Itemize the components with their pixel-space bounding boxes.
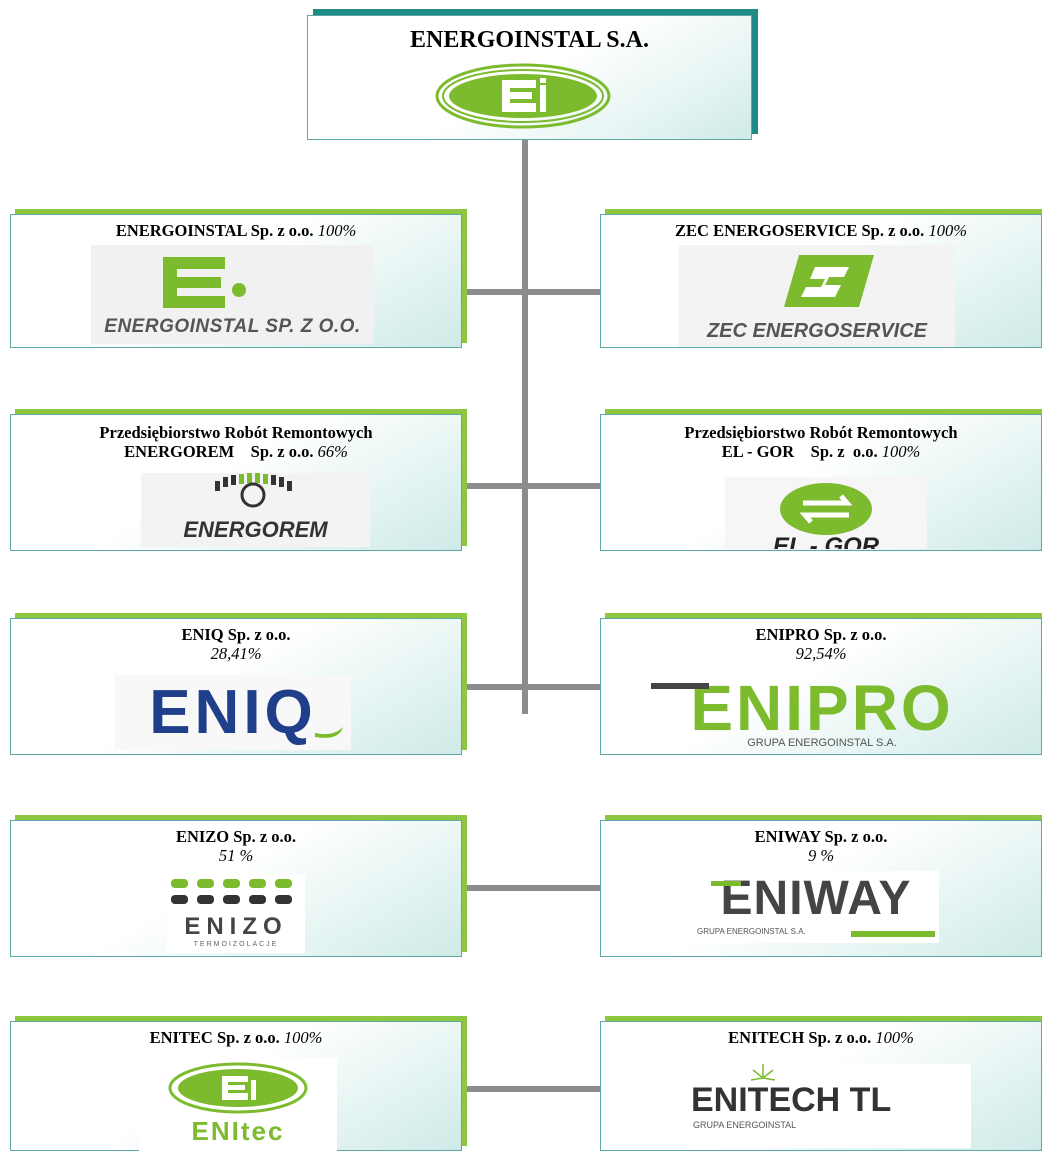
logo-text: ENITECH TL: [691, 1081, 892, 1119]
company-box-enitec: ENITEC Sp. z o.o. 100% ENItec: [10, 1021, 462, 1152]
company-name-line2: EL - GOR Sp. z o.o.: [721, 442, 878, 461]
root-company-box: ENERGOINSTAL S.A.: [307, 15, 752, 140]
company-name-line2: ENERGOREM Sp. z o.o.: [124, 442, 314, 461]
company-name: ENERGOINSTAL Sp. z o.o.: [115, 221, 314, 240]
company-name: ENIZO Sp. z o.o.: [175, 827, 297, 846]
company-box-enizo: ENIZO Sp. z o.o. 51 % ENIZO TERMOIZOLACJ…: [10, 820, 462, 957]
enitec-logo-icon: ENItec: [139, 1058, 337, 1152]
eniq-logo-icon: ENIQ: [115, 675, 351, 750]
logo-text: ENIQ: [149, 678, 317, 747]
connector-branch-5: [463, 1086, 601, 1092]
company-title: Przedsiębiorstwo Robót Remontowych EL - …: [601, 423, 1041, 461]
logo-text: ENIZO: [184, 913, 288, 940]
logo-subtext: GRUPA ENERGOINSTAL S.A.: [697, 927, 806, 936]
logo-subtext: TERMOIZOLACJE: [193, 941, 279, 948]
company-title: ENIZO Sp. z o.o. 51 %: [11, 827, 461, 865]
eniway-logo-icon: ENIWAY GRUPA ENERGOINSTAL S.A.: [693, 871, 939, 943]
logo-text: ENIPRO: [690, 675, 954, 744]
connector-branch-1: [463, 289, 601, 295]
enipro-bar-icon: [651, 683, 709, 689]
logo-text: ENERGOINSTAL SP. Z O.O.: [104, 316, 361, 337]
connector-branch-4: [463, 885, 601, 891]
logo-text: ENIWAY: [720, 872, 912, 925]
share-percent: 28,41%: [210, 644, 262, 663]
logo-text: ENERGOREM: [183, 517, 328, 542]
share-percent: 100%: [875, 1028, 914, 1047]
company-name-line1: Przedsiębiorstwo Robót Remontowych: [99, 423, 373, 442]
company-box-energorem: Przedsiębiorstwo Robót Remontowych ENERG…: [10, 414, 462, 551]
enipro-logo-icon: ENIPRO GRUPA ENERGOINSTAL S.A.: [637, 675, 1007, 753]
logo-subtext: GRUPA ENERGOINSTAL S.A.: [747, 737, 897, 749]
logo-text: ZEC ENERGOSERVICE: [706, 320, 928, 342]
company-name: ZEC ENERGOSERVICE Sp. z o.o.: [675, 221, 925, 240]
energoinstal-ei-oval-logo-icon: [434, 62, 612, 130]
company-title: ENITECH Sp. z o.o. 100%: [601, 1028, 1041, 1047]
connector-branch-2: [463, 483, 601, 489]
root-company-name: ENERGOINSTAL S.A.: [410, 27, 649, 53]
share-percent: 51 %: [218, 846, 254, 865]
logo-subtext: GRUPA ENERGOINSTAL: [693, 1120, 797, 1130]
enizo-logo-icon: ENIZO TERMOIZOLACJE: [167, 875, 305, 953]
share-percent: 100%: [283, 1028, 323, 1047]
company-title: ZEC ENERGOSERVICE Sp. z o.o. 100%: [601, 221, 1041, 240]
connector-trunk: [522, 140, 528, 714]
eniway-underline-icon: [851, 931, 935, 937]
company-title: Przedsiębiorstwo Robót Remontowych ENERG…: [11, 423, 461, 461]
company-title: ENIPRO Sp. z o.o. 92,54%: [601, 625, 1041, 663]
company-box-enipro: ENIPRO Sp. z o.o. 92,54% ENIPRO GRUPA EN…: [600, 618, 1042, 755]
share-percent: 66%: [317, 442, 348, 461]
eniway-bar-icon: [711, 881, 741, 886]
share-percent: 9 %: [807, 846, 835, 865]
connector-branch-3: [463, 684, 601, 690]
company-box-el-gor: Przedsiębiorstwo Robót Remontowych EL - …: [600, 414, 1042, 551]
logo-text: ENItec: [191, 1116, 285, 1146]
company-box-eniway: ENIWAY Sp. z o.o. 9 % ENIWAY GRUPA ENERG…: [600, 820, 1042, 957]
company-title: ENIQ Sp. z o.o. 28,41%: [11, 625, 461, 663]
company-title: ENITEC Sp. z o.o. 100%: [11, 1028, 461, 1047]
company-box-zec-energoservice: ZEC ENERGOSERVICE Sp. z o.o. 100% ZEC EN…: [600, 214, 1042, 348]
share-percent: 100%: [317, 221, 357, 240]
company-name: ENIPRO Sp. z o.o.: [755, 625, 887, 644]
company-box-enitech: ENITECH Sp. z o.o. 100% ENITECH TL GRUPA…: [600, 1021, 1042, 1151]
company-name: ENIWAY Sp. z o.o.: [754, 827, 888, 846]
company-name: ENITECH Sp. z o.o.: [728, 1028, 872, 1047]
company-title: ENERGOINSTAL Sp. z o.o. 100%: [11, 221, 461, 240]
company-box-eniq: ENIQ Sp. z o.o. 28,41% ENIQ: [10, 618, 462, 755]
share-percent: 100%: [928, 221, 967, 240]
company-name: ENIQ Sp. z o.o.: [181, 625, 291, 644]
company-title: ENIWAY Sp. z o.o. 9 %: [601, 827, 1041, 865]
share-percent: 92,54%: [795, 644, 847, 663]
zec-energoservice-logo-icon: ZEC ENERGOSERVICE: [679, 245, 955, 347]
share-percent: 100%: [881, 442, 921, 461]
company-name: ENITEC Sp. z o.o.: [149, 1028, 280, 1047]
company-name-line1: Przedsiębiorstwo Robót Remontowych: [684, 423, 958, 442]
enitech-logo-icon: ENITECH TL GRUPA ENERGOINSTAL: [681, 1064, 971, 1148]
energoinstal-logo-icon: ENERGOINSTAL SP. Z O.O.: [91, 245, 374, 344]
logo-text: EL - GOR: [772, 533, 880, 549]
el-gor-logo-icon: EL - GOR: [725, 477, 927, 549]
energorem-logo-icon: ENERGOREM: [141, 473, 370, 547]
company-box-energoinstal-spzoo: ENERGOINSTAL Sp. z o.o. 100% ENERGOINSTA…: [10, 214, 462, 348]
